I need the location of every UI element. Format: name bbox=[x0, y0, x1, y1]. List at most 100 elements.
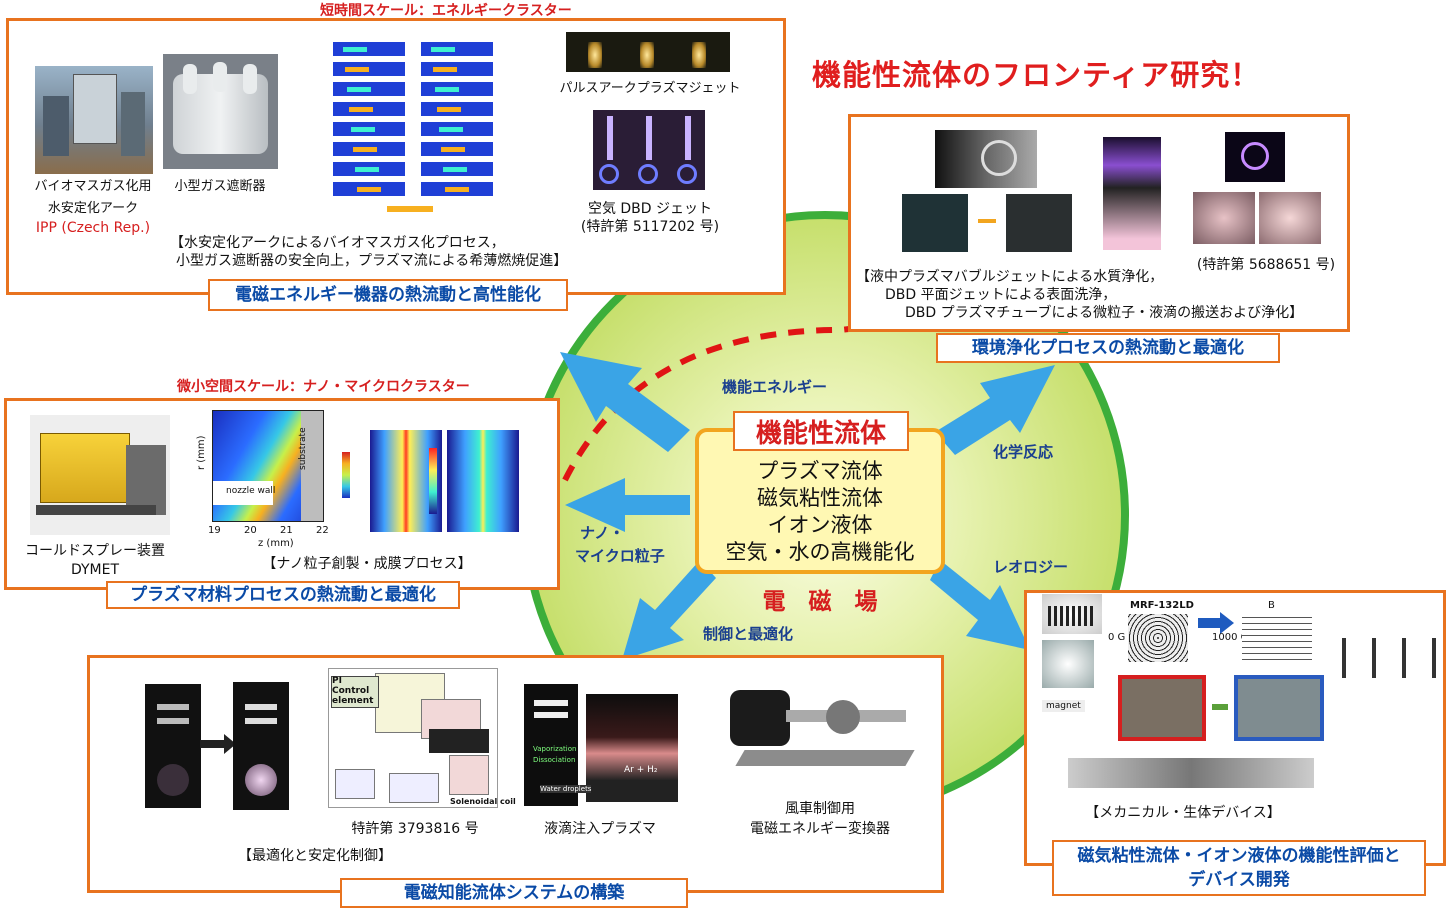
cap-cold-spray-2: DYMET bbox=[70, 562, 120, 578]
arc-simulation-grid bbox=[333, 42, 493, 212]
sim-hot-zone bbox=[431, 47, 455, 52]
field-arrow-icon bbox=[1198, 618, 1222, 628]
cap-biomass-1: バイオマスガス化用 bbox=[34, 179, 152, 194]
sim-hot-zone bbox=[343, 47, 367, 52]
sim-colorbar bbox=[387, 206, 433, 212]
arrow-down-right bbox=[930, 560, 1030, 650]
sim-hot-zone bbox=[349, 107, 373, 112]
device-red-frame bbox=[1118, 675, 1206, 741]
cap-wind-2: 電磁エネルギー変換器 bbox=[750, 821, 890, 837]
top-right-label: 環境浄化プロセスの熱流動と最適化 bbox=[936, 333, 1280, 363]
center-box bbox=[695, 428, 945, 574]
arrow-label-control: 制御と最適化 bbox=[703, 625, 794, 643]
cap-wind-1: 風車制御用 bbox=[785, 801, 855, 817]
cap-mech-device: 【メカニカル・生体デバイス】 bbox=[1085, 805, 1281, 821]
bottom-label: 電磁知能流体システムの構築 bbox=[340, 878, 688, 908]
arrow-label-nano-2: マイクロ粒子 bbox=[575, 547, 665, 565]
plot-tick-22: 22 bbox=[316, 525, 329, 536]
top-left-label: 電磁エネルギー機器の熱流動と高性能化 bbox=[208, 279, 568, 311]
center-title: 機能性流体 bbox=[755, 419, 886, 449]
dbd-tube-photo bbox=[1103, 137, 1161, 250]
mrf-chain-image bbox=[1242, 612, 1312, 662]
kg-label: 1000 G bbox=[1212, 632, 1249, 643]
droplet-plasma-photo-2 bbox=[586, 694, 678, 802]
top-left-desc-2: 小型ガス遮断器の安全向上，プラズマ流による希薄燃焼促進】 bbox=[176, 253, 568, 269]
colorbar bbox=[342, 452, 350, 498]
arrow-label-rheo: レオロジー bbox=[993, 558, 1069, 576]
arrow-label-energy: 機能エネルギー bbox=[722, 378, 828, 396]
field-label: 電 磁 場 bbox=[762, 589, 878, 615]
arrow-label-chem: 化学反応 bbox=[993, 443, 1054, 461]
headline: 機能性流体のフロンティア研究！ bbox=[812, 58, 1261, 92]
cap-nano-process: 【ナノ粒子創製・成膜プロセス】 bbox=[262, 556, 472, 572]
droplet-photo-1 bbox=[1193, 192, 1255, 244]
field-arrow-head bbox=[1220, 612, 1234, 634]
transition-arrow-icon bbox=[200, 740, 226, 748]
droplet-label-gas: Ar + H₂ bbox=[624, 765, 658, 775]
bio-device-photo bbox=[1068, 758, 1314, 788]
cold-spray-photo bbox=[30, 415, 170, 535]
mr-flower-photo bbox=[1042, 640, 1094, 688]
breaker-photo bbox=[163, 54, 278, 169]
plot-tick-21: 21 bbox=[280, 525, 293, 536]
arrow-down-left bbox=[622, 560, 716, 660]
mrf-0g-image bbox=[1128, 614, 1188, 662]
plot-substrate-label: substrate bbox=[298, 427, 308, 470]
plasma-after-photo bbox=[233, 682, 289, 810]
device-arrow-icon bbox=[1212, 704, 1228, 710]
top-right-desc-1: 【液中プラズマバブルジェットによる水質浄化， bbox=[856, 269, 1164, 285]
dbd-planar-photo-1 bbox=[902, 194, 968, 252]
droplet-label-vapor: Vaporization bbox=[533, 745, 577, 753]
top-right-patent: (特許第 5688651 号) bbox=[1196, 257, 1336, 273]
arrow-up-left bbox=[560, 352, 690, 452]
center-title-box bbox=[733, 411, 909, 451]
ring-plasma-photo bbox=[1225, 132, 1285, 182]
plot-nozzle-label: nozzle wall bbox=[226, 486, 276, 496]
plot-tick-19: 19 bbox=[208, 525, 221, 536]
cap-biomass-2: 水安定化アーク bbox=[47, 201, 139, 216]
plasma-before-photo bbox=[145, 684, 201, 808]
cap-biomass-3: IPP (Czech Rep.) bbox=[35, 220, 151, 236]
sim-frame bbox=[421, 42, 493, 56]
sim-hot-zone bbox=[437, 107, 461, 112]
cap-pulse-jet: パルスアークプラズマジェット bbox=[559, 81, 741, 96]
plot-ylabel: r (mm) bbox=[196, 435, 207, 470]
bottom-patent: 特許第 3793816 号 bbox=[351, 821, 479, 837]
cap-cold-spray-1: コールドスプレー装置 bbox=[25, 543, 165, 559]
sim-hot-zone bbox=[445, 187, 469, 192]
b-label: B bbox=[1268, 600, 1275, 611]
dbd-planar-photo-2 bbox=[1006, 194, 1072, 252]
solenoid-label: Solenoidal coil bbox=[450, 797, 516, 806]
pi-control-label: PI Control element bbox=[331, 676, 379, 708]
cap-air-dbd-1: 空気 DBD ジェット bbox=[587, 201, 713, 217]
plot-xlabel: z (mm) bbox=[258, 538, 294, 549]
sim-hot-zone bbox=[345, 67, 369, 72]
pulse-arc-jet-photo bbox=[566, 32, 730, 72]
mrf-label: MRF-132LD bbox=[1130, 600, 1194, 611]
sim-hot-zone bbox=[443, 167, 467, 172]
process-arrow-icon bbox=[978, 219, 996, 223]
bottom-right-label: 磁気粘性流体・イオン液体の機能性評価と デバイス開発 bbox=[1052, 840, 1426, 896]
droplet-label-water: Water droplets bbox=[540, 785, 592, 793]
arrow-left bbox=[565, 478, 690, 532]
torch-colorbar bbox=[429, 448, 437, 514]
top-left-scale-title: 短時間スケール：エネルギークラスター bbox=[320, 3, 572, 19]
air-dbd-jet-photo bbox=[593, 110, 705, 190]
bottom-right-label-2: デバイス開発 bbox=[1188, 870, 1290, 890]
cap-optimization: 【最適化と安定化制御】 bbox=[238, 848, 392, 864]
droplet-label-dissoc: Dissociation bbox=[533, 756, 576, 764]
sim-hot-zone bbox=[441, 147, 465, 152]
og-label: 0 G bbox=[1108, 632, 1126, 643]
wind-converter-photo bbox=[720, 680, 920, 790]
sim-hot-zone bbox=[433, 67, 457, 72]
torch-field-plot-2 bbox=[447, 430, 519, 532]
biomass-arc-photo bbox=[35, 66, 153, 174]
direction-arrows bbox=[560, 352, 1055, 660]
cap-droplet-plasma: 液滴注入プラズマ bbox=[544, 821, 656, 837]
sim-hot-zone bbox=[357, 187, 381, 192]
mr-spike-photo bbox=[1042, 594, 1102, 634]
sim-hot-zone bbox=[347, 87, 371, 92]
plot-tick-20: 20 bbox=[244, 525, 257, 536]
center-line-2: 磁気粘性流体 bbox=[757, 486, 883, 510]
top-right-desc-3: DBD プラズマチューブによる微粒子・液滴の搬送および浄化】 bbox=[905, 305, 1304, 321]
